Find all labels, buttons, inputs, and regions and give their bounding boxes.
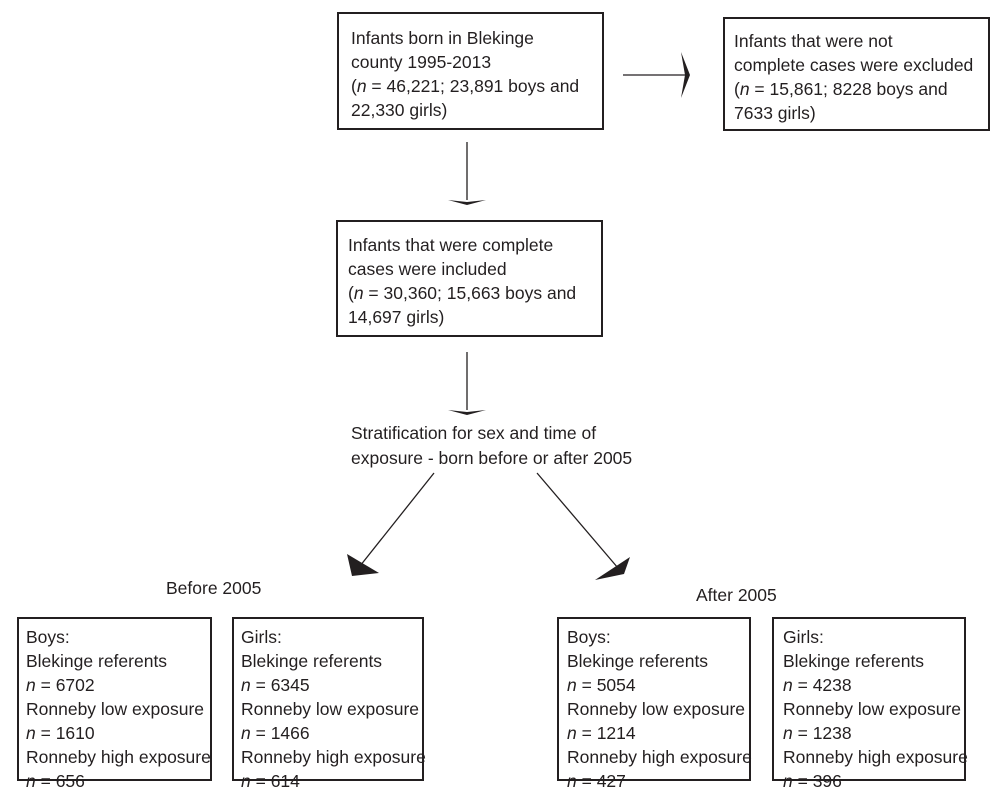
all-infants-line-1: Infants born in Blekinge <box>351 28 534 48</box>
low-exposure-label: Ronneby low exposure <box>241 699 420 719</box>
high-exposure-label: Ronneby high exposure <box>26 747 211 767</box>
stratification-line-1: Stratification for sex and time of <box>351 423 597 443</box>
before-2005-girls-box: Girls: Blekinge referents n = 6345 Ronne… <box>232 617 426 791</box>
all-infants-box: Infants born in Blekinge county 1995-201… <box>337 12 604 130</box>
low-exposure-count: n = 1214 <box>567 723 636 743</box>
low-exposure-label: Ronneby low exposure <box>783 699 962 719</box>
referents-count: n = 6345 <box>241 675 310 695</box>
all-infants-count: (n = 46,221; 23,891 boys and <box>351 76 580 96</box>
included-count: (n = 30,360; 15,663 boys and <box>348 283 577 303</box>
referents-count: n = 5054 <box>567 675 636 695</box>
arrow-to-after-2005 <box>536 472 619 569</box>
referents-count: n = 4238 <box>783 675 852 695</box>
high-exposure-label: Ronneby high exposure <box>783 747 968 767</box>
arrow-to-before-2005 <box>359 472 435 567</box>
high-exposure-label: Ronneby high exposure <box>567 747 752 767</box>
included-line-1: Infants that were complete <box>348 235 554 255</box>
excluded-box: Infants that were not complete cases wer… <box>723 17 990 131</box>
high-exposure-count: n = 427 <box>567 771 626 791</box>
stratification-line-2: exposure - born before or after 2005 <box>351 448 633 468</box>
low-exposure-count: n = 1238 <box>783 723 852 743</box>
high-exposure-count: n = 614 <box>241 771 300 791</box>
excluded-line-4: 7633 girls) <box>734 103 816 123</box>
included-line-2: cases were included <box>348 259 507 279</box>
arrowhead-to-stratification <box>448 410 486 415</box>
referents-label: Blekinge referents <box>26 651 168 671</box>
all-infants-line-4: 22,330 girls) <box>351 100 448 120</box>
arrowhead-to-before-2005 <box>347 554 379 576</box>
after-2005-boys-box: Boys: Blekinge referents n = 5054 Ronneb… <box>557 617 752 791</box>
before-2005-boys-box: Boys: Blekinge referents n = 6702 Ronneb… <box>17 617 212 791</box>
group-sex-label: Boys: <box>26 627 70 647</box>
referents-count: n = 6702 <box>26 675 95 695</box>
group-sex-label: Boys: <box>567 627 611 647</box>
high-exposure-label: Ronneby high exposure <box>241 747 426 767</box>
excluded-count: (n = 15,861; 8228 boys and <box>734 79 948 99</box>
low-exposure-label: Ronneby low exposure <box>26 699 205 719</box>
referents-label: Blekinge referents <box>567 651 709 671</box>
included-box: Infants that were complete cases were in… <box>336 220 603 337</box>
low-exposure-count: n = 1610 <box>26 723 95 743</box>
stratification-text: Stratification for sex and time of expos… <box>351 421 632 471</box>
arrowhead-to-included <box>448 200 486 205</box>
low-exposure-count: n = 1466 <box>241 723 310 743</box>
excluded-line-1: Infants that were not <box>734 31 893 51</box>
all-infants-line-2: county 1995-2013 <box>351 52 492 72</box>
excluded-line-2: complete cases were excluded <box>734 55 974 75</box>
referents-label: Blekinge referents <box>783 651 925 671</box>
referents-label: Blekinge referents <box>241 651 383 671</box>
group-sex-label: Girls: <box>241 627 282 647</box>
included-line-4: 14,697 girls) <box>348 307 445 327</box>
high-exposure-count: n = 656 <box>26 771 85 791</box>
high-exposure-count: n = 396 <box>783 771 842 791</box>
arrowhead-to-after-2005 <box>595 557 630 580</box>
arrowhead-to-excluded <box>681 52 690 98</box>
after-2005-label: After 2005 <box>696 585 777 605</box>
after-2005-girls-box: Girls: Blekinge referents n = 4238 Ronne… <box>772 617 968 791</box>
low-exposure-label: Ronneby low exposure <box>567 699 746 719</box>
before-2005-label: Before 2005 <box>166 578 262 598</box>
group-sex-label: Girls: <box>783 627 824 647</box>
